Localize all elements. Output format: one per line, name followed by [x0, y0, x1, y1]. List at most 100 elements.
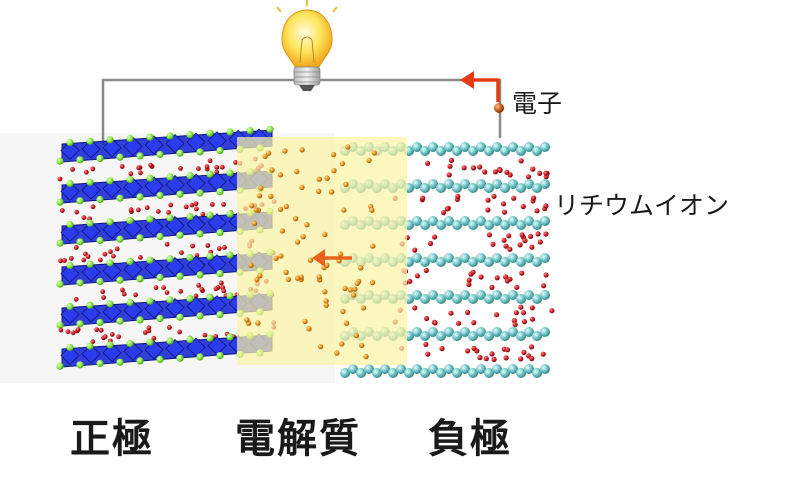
electrolyte-ion — [316, 176, 322, 182]
lithium-ion — [221, 288, 227, 294]
oxygen-atom — [66, 179, 74, 188]
lithium-ion — [534, 208, 540, 214]
carbon-atom — [532, 294, 542, 304]
carbon-atom — [476, 142, 486, 152]
lithium-ion — [73, 296, 79, 302]
lithium-ion — [504, 169, 510, 175]
lithium-ion — [519, 232, 525, 238]
carbon-atom — [508, 216, 518, 226]
oxygen-atom — [146, 338, 154, 346]
oxygen-atom — [216, 229, 224, 237]
oxygen-atom — [86, 342, 94, 350]
oxygen-atom — [206, 334, 214, 342]
lithium-ion — [90, 339, 96, 345]
lithium-ion — [121, 291, 127, 297]
lithium-ion — [444, 206, 450, 212]
electrolyte-ion — [363, 353, 369, 360]
oxygen-atom — [166, 255, 174, 263]
lithium-ion — [164, 241, 170, 247]
electrolyte-ion — [294, 275, 301, 281]
octahedron — [102, 343, 122, 363]
oxygen-atom — [196, 148, 204, 156]
oxygen-atom — [216, 311, 224, 319]
lithium-ion — [58, 327, 64, 333]
lithium-ion — [98, 327, 104, 333]
carbon-atom — [460, 142, 470, 152]
octahedron — [81, 303, 101, 323]
carbon-atom — [484, 183, 494, 193]
octahedron — [81, 139, 101, 159]
electrolyte-ion — [366, 157, 372, 164]
lithium-ion — [529, 316, 536, 322]
lithium-ion — [155, 209, 161, 214]
carbon-atom — [540, 290, 550, 300]
lithium-ion — [490, 241, 496, 247]
lithium-ion — [543, 231, 549, 237]
lithium-ion — [423, 267, 429, 274]
lithium-ion — [528, 233, 534, 239]
lithium-ion — [517, 242, 523, 248]
oxygen-atom — [76, 156, 84, 164]
lithium-ion — [219, 164, 225, 170]
carbon-atom — [436, 368, 446, 378]
lithium-ion — [461, 165, 467, 171]
carbon-atom — [428, 142, 438, 152]
lithium-ion — [425, 160, 431, 166]
electrolyte-ion — [269, 167, 275, 173]
electrolyte-ion — [369, 279, 376, 286]
lithium-ion — [111, 253, 116, 259]
lithium-ion — [178, 288, 184, 294]
lithium-ion — [84, 169, 89, 175]
carbon-atom — [452, 294, 462, 304]
lithium-ion — [209, 202, 215, 207]
carbon-atom — [500, 294, 510, 304]
lithium-ion — [177, 329, 183, 335]
electrolyte-ion — [251, 220, 258, 226]
lithium-ion — [501, 237, 507, 243]
carbon-atom — [420, 220, 430, 230]
oxygen-atom — [96, 318, 104, 327]
carbon-atom — [420, 368, 430, 378]
oxygen-atom — [136, 193, 144, 201]
lithium-ion — [108, 249, 113, 255]
carbon-atom — [468, 220, 478, 230]
electrolyte-ion — [304, 222, 310, 228]
lithium-ion — [190, 243, 196, 249]
lithium-ion — [535, 231, 541, 237]
octahedron — [60, 140, 80, 161]
carbon-atom — [340, 368, 350, 378]
carbon-atom — [484, 220, 494, 230]
oxygen-atom — [206, 293, 214, 301]
carbon-atom — [540, 364, 550, 374]
electrolyte-ion — [244, 317, 250, 323]
oxygen-atom — [166, 296, 174, 304]
carbon-atom — [492, 253, 502, 263]
lithium-ion — [528, 344, 535, 350]
electrolyte-ion — [324, 175, 330, 181]
carbon-atom — [468, 368, 478, 378]
carbon-atom — [532, 183, 542, 193]
oxygen-atom — [76, 238, 84, 246]
lithium-ion — [90, 166, 96, 172]
carbon-atom — [524, 253, 534, 263]
oxygen-atom — [146, 174, 154, 182]
carbon-atom — [468, 146, 478, 156]
cathode-label: 正極 — [70, 416, 154, 462]
electrolyte-ion — [350, 292, 357, 298]
oxygen-atom — [66, 261, 74, 270]
carbon-atom — [428, 179, 438, 189]
electrolyte-ion — [345, 144, 351, 150]
lithium-ion — [128, 207, 134, 213]
lithium-ion — [477, 164, 483, 170]
lithium-ion — [144, 205, 150, 211]
electrolyte-ion — [306, 326, 312, 332]
oxygen-atom — [216, 188, 224, 196]
carbon-atom — [364, 364, 374, 374]
lithium-ion — [407, 278, 413, 284]
lithium-ion — [432, 234, 438, 240]
octahedron — [102, 302, 122, 322]
oxygen-atom — [126, 257, 134, 266]
lithium-ion — [497, 167, 503, 173]
lithium-ion — [196, 166, 201, 172]
carbon-atom — [516, 146, 526, 156]
